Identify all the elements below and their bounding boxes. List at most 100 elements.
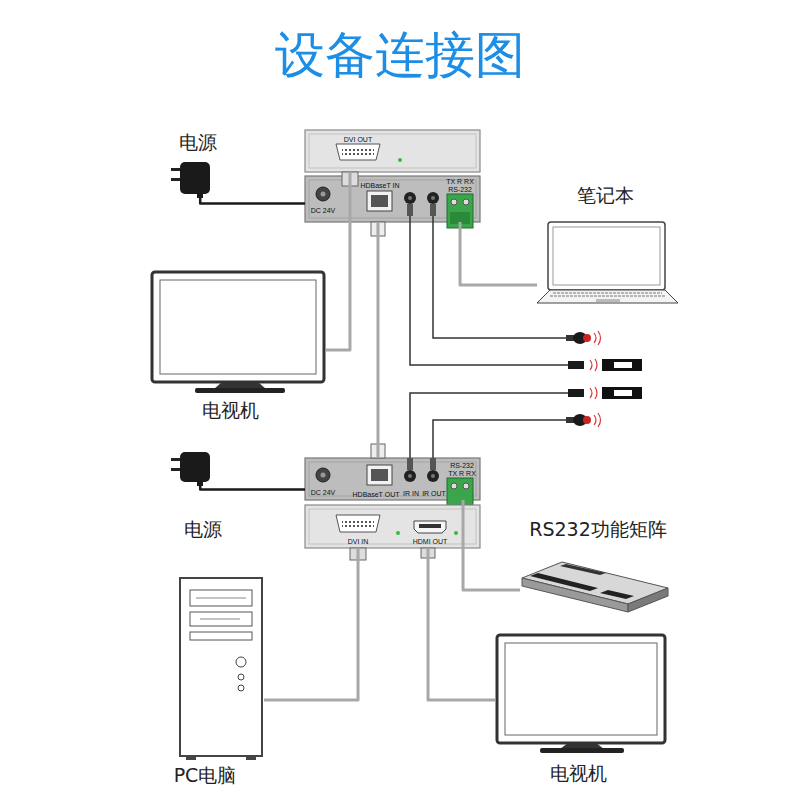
pc-tower bbox=[180, 578, 262, 760]
port-label: DVI IN bbox=[348, 538, 369, 545]
receiver-front-panel-part bbox=[336, 144, 380, 160]
laptop-part bbox=[596, 299, 620, 302]
receiver-rear-panel-part bbox=[451, 199, 457, 205]
ir-emitter-part bbox=[566, 335, 574, 341]
power-adapter-node: 电源 bbox=[168, 450, 214, 486]
transmitter-front-panel-part bbox=[419, 524, 441, 528]
matrix-switcher-part bbox=[560, 564, 606, 575]
device-label: RS232功能矩阵 bbox=[529, 519, 667, 541]
transmitter-front-panel-part bbox=[305, 505, 480, 548]
ir-wire-part bbox=[433, 420, 568, 458]
transmitter-rear-panel-part bbox=[451, 483, 457, 489]
transmitter-front-panel-part bbox=[414, 521, 446, 533]
receiver-rear-panel-part bbox=[431, 196, 435, 200]
pc-tower-part bbox=[180, 578, 262, 756]
cable-plug bbox=[342, 172, 436, 560]
ir-receiver-part bbox=[614, 362, 632, 368]
ir-receiver-part bbox=[590, 387, 597, 399]
power-adapter-part bbox=[171, 468, 181, 471]
ir-emitter bbox=[566, 413, 601, 427]
transmitter-rear-panel-part bbox=[367, 465, 392, 485]
ir-wire bbox=[410, 216, 568, 458]
laptop-part bbox=[553, 227, 660, 285]
ir-receiver-part bbox=[568, 361, 584, 369]
transmitter-front-panel-part bbox=[396, 531, 400, 535]
cable-connector bbox=[200, 198, 305, 204]
receiver-front-panel: DVI OUT bbox=[305, 130, 480, 172]
device-label: PC电脑 bbox=[174, 765, 237, 787]
pc-tower-part bbox=[246, 756, 256, 760]
cable-connector bbox=[264, 548, 358, 700]
port-label: RS-232 bbox=[448, 186, 472, 193]
port-label: DVI OUT bbox=[344, 136, 372, 143]
transmitter-rear-panel: DC 24VHDBaseT OUTIR INIR OUTRS-232TX R R… bbox=[305, 458, 480, 500]
receiver-rear-panel-part bbox=[463, 199, 469, 205]
ir-emitter-part bbox=[583, 416, 591, 424]
cable-connector bbox=[326, 172, 350, 350]
pc-tower-part bbox=[190, 590, 252, 606]
power-adapter-part bbox=[171, 458, 181, 461]
transmitter-rear-panel-part bbox=[316, 468, 330, 482]
receiver-front-panel bbox=[305, 130, 480, 172]
ir-emitter-part bbox=[594, 331, 601, 345]
cable-plug-part bbox=[407, 458, 413, 470]
power-adapter-node: 电源 bbox=[168, 158, 214, 198]
transmitter-rear-panel-part bbox=[431, 474, 435, 478]
cable-plug-part bbox=[407, 204, 413, 216]
pc-tower-part bbox=[190, 612, 252, 626]
tv-node: 电视机 bbox=[495, 633, 667, 755]
power-adapter-part bbox=[171, 178, 181, 181]
pc-tower-part bbox=[190, 632, 252, 640]
laptop bbox=[537, 222, 678, 303]
pc-node: PC电脑 bbox=[178, 575, 264, 760]
receiver-rear-panel: DC 24VHDBaseT INTX R RXRS-232 bbox=[305, 176, 480, 222]
cable-connector bbox=[200, 486, 305, 490]
power-adapter-part bbox=[171, 168, 181, 171]
ir-emitter bbox=[566, 331, 601, 345]
television-part bbox=[152, 272, 324, 382]
laptop-part bbox=[537, 290, 678, 303]
device-label: 电视机 bbox=[202, 400, 259, 422]
cable-plug-part bbox=[430, 458, 436, 470]
receiver-rear-panel-part bbox=[321, 192, 326, 197]
pc-tower-part bbox=[196, 598, 246, 599]
receiver-rear-panel-part bbox=[404, 192, 416, 204]
cable-connector bbox=[460, 222, 537, 285]
diagram-title: 设备连接图 bbox=[0, 28, 800, 83]
port-label: DC 24V bbox=[311, 207, 336, 214]
television bbox=[152, 272, 324, 393]
television-part bbox=[497, 635, 665, 743]
tv-node: 电视机 bbox=[150, 270, 326, 394]
device-label: 笔记本 bbox=[577, 185, 634, 207]
receiver-rear-panel-part bbox=[371, 195, 388, 207]
cable-connector bbox=[463, 500, 520, 590]
transmitter-rear-panel bbox=[305, 458, 480, 505]
ir-receiver bbox=[568, 387, 642, 399]
transmitter-front-panel-part bbox=[342, 519, 374, 527]
transmitter-rear-panel-part bbox=[321, 473, 326, 478]
cable-connector bbox=[428, 548, 495, 700]
pc-tower-part bbox=[238, 674, 244, 680]
transmitter-rear-panel-part bbox=[463, 483, 469, 489]
receiver-front-panel-part bbox=[398, 158, 402, 162]
power-adapter-part bbox=[180, 162, 210, 194]
power-adapter-part bbox=[197, 480, 203, 486]
laptop-part bbox=[550, 296, 665, 297]
power-adapter bbox=[171, 452, 210, 486]
laptop-node: 笔记本 bbox=[537, 222, 678, 305]
matrix-switcher-part bbox=[600, 590, 634, 599]
ir-wire-part bbox=[410, 216, 568, 365]
transmitter-rear-panel-part bbox=[408, 474, 412, 478]
pc-tower-part bbox=[238, 685, 244, 691]
receiver-rear-panel-part bbox=[408, 196, 412, 200]
port-label: TX R RX bbox=[448, 470, 476, 477]
television-part bbox=[195, 388, 285, 393]
port-label: RS-232 bbox=[450, 462, 474, 469]
television bbox=[497, 635, 665, 753]
cable-connector bbox=[376, 222, 379, 458]
pc-tower-part bbox=[236, 657, 246, 667]
transmitter-rear-panel-part bbox=[404, 470, 416, 482]
matrix-switcher bbox=[522, 562, 668, 612]
